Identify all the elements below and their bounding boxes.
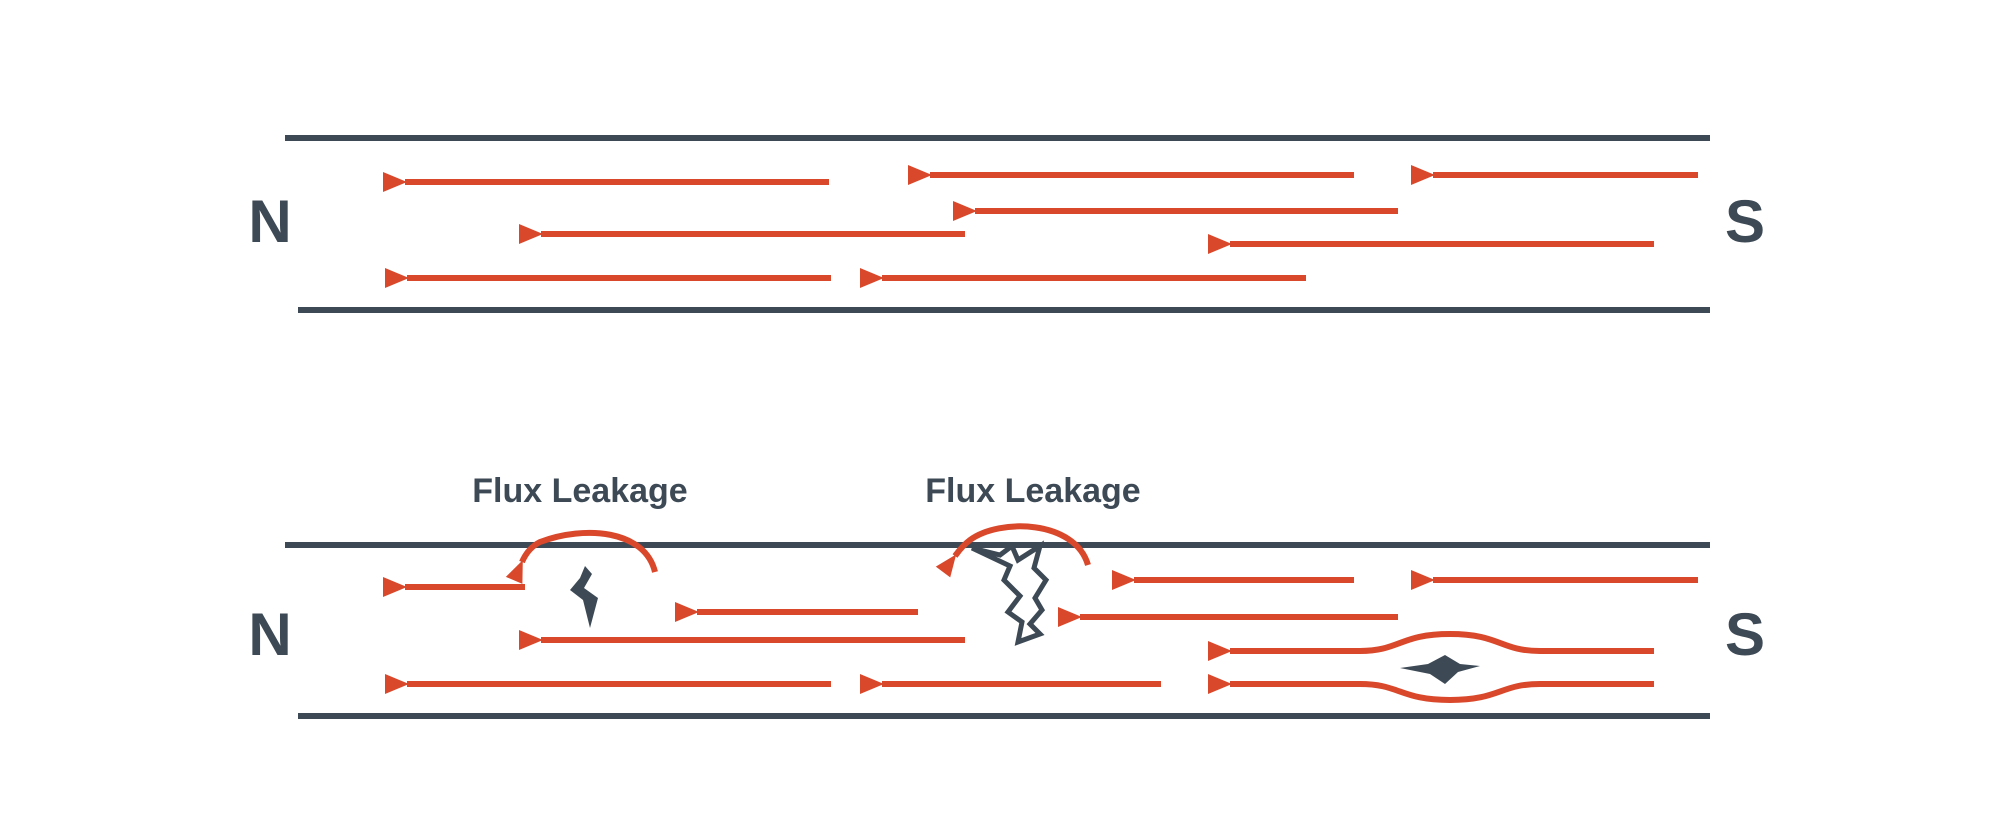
flux-arrow: [1208, 630, 1654, 661]
flux-lines: [383, 165, 1698, 288]
north-pole-label: N: [248, 188, 291, 255]
panel-no-defect: N S: [248, 135, 1765, 313]
deflected-flux-lines: [1208, 630, 1654, 704]
small-crack-icon: [570, 566, 598, 628]
flux-arrow: [1208, 674, 1654, 704]
internal-void-icon: [1400, 655, 1480, 684]
leakage-arc: [505, 529, 658, 584]
leakage-arc: [935, 523, 1091, 578]
south-pole-label: S: [1725, 188, 1765, 255]
flux-leakage-arcs: [505, 523, 1091, 584]
north-pole-label: N: [248, 601, 291, 668]
flux-leakage-label: Flux Leakage: [472, 472, 687, 510]
flux-leakage-label: Flux Leakage: [925, 472, 1140, 510]
south-pole-label: S: [1725, 601, 1765, 668]
large-crack-icon: [970, 540, 1050, 646]
panel-with-defects: N S Flux Leakage Flux Leakage: [248, 472, 1765, 719]
flux-lines: [383, 570, 1698, 694]
defects: [570, 540, 1480, 684]
